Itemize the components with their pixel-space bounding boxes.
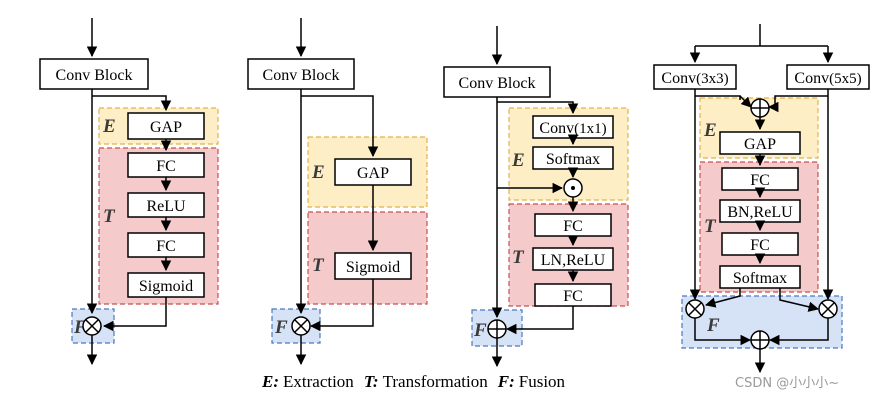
sigmoid-box xyxy=(127,272,205,298)
conv3x3-sub: (3x3) xyxy=(696,71,729,87)
sigmoid-label: Sigmoid xyxy=(139,278,193,295)
fc-label: FC xyxy=(156,238,176,255)
region-label-t: T xyxy=(312,255,325,276)
conv1x1-main: Conv xyxy=(539,120,574,137)
gap-label: GAP xyxy=(150,119,182,136)
conv1x1-label: Conv(1x1) xyxy=(539,120,606,137)
legend-f-text: Fusion xyxy=(519,372,566,391)
conv5x5-main: Conv xyxy=(794,70,829,87)
conv-block-box xyxy=(39,58,149,90)
legend-t-text: Transformation xyxy=(383,372,489,391)
fc-label: FC xyxy=(563,218,583,235)
panel-sk: E T F Conv(3x3) Conv(5x5) GAP FC xyxy=(653,24,870,374)
region-label-e: E xyxy=(102,116,116,137)
conv3x3-label: Conv(3x3) xyxy=(661,70,728,87)
add-op xyxy=(750,98,770,118)
panel-gc: E T F Conv Block Conv(1x1) Softmax FC LN… xyxy=(443,26,629,368)
multiply-op xyxy=(291,316,311,336)
fc-label: FC xyxy=(156,158,176,175)
softmax-box xyxy=(719,265,801,289)
relu-label: ReLU xyxy=(146,198,186,215)
add-op xyxy=(487,319,507,339)
multiply-op-right xyxy=(818,299,838,319)
region-label-f: F xyxy=(274,317,288,338)
panel-gap-sigmoid: E T F Conv Block GAP Sigmoid xyxy=(247,18,428,366)
conv3x3-box xyxy=(653,64,737,90)
panel-se: E T F Conv Block GAP FC ReLU FC Sigmoid xyxy=(39,18,219,366)
conv5x5-label: Conv(5x5) xyxy=(794,70,861,87)
conv-block-label: Conv Block xyxy=(459,75,536,92)
region-label-e: E xyxy=(311,162,325,183)
fc-label: FC xyxy=(750,237,770,254)
multiply-op-left xyxy=(685,299,705,319)
add-op xyxy=(750,330,770,350)
legend-e-text: Extraction xyxy=(283,372,354,391)
conv5x5-sub: (5x5) xyxy=(829,71,862,87)
bn-relu-label: BN,ReLU xyxy=(727,204,793,221)
region-label-t: T xyxy=(704,216,717,237)
legend-f-key: F: xyxy=(497,372,515,391)
sigmoid-label: Sigmoid xyxy=(346,259,400,276)
legend: E: Extraction T: Transformation F: Fusio… xyxy=(261,372,566,391)
fc-box xyxy=(127,232,205,258)
softmax-label: Softmax xyxy=(733,270,787,287)
region-label-e: E xyxy=(511,150,525,171)
conv1x1-sub: (1x1) xyxy=(574,121,607,137)
region-label-f: F xyxy=(473,320,487,341)
conv-block-box xyxy=(247,58,355,90)
legend-e-key: E: xyxy=(261,372,279,391)
multiply-op xyxy=(82,316,102,336)
sigmoid-box xyxy=(334,252,412,280)
conv-block-label: Conv Block xyxy=(263,67,340,84)
legend-t-key: T: xyxy=(364,372,379,391)
fc-label: FC xyxy=(563,288,583,305)
region-label-t: T xyxy=(512,247,525,268)
ln-relu-label: LN,ReLU xyxy=(541,252,606,269)
conv3x3-main: Conv xyxy=(661,70,696,87)
softmax-label: Softmax xyxy=(546,151,600,168)
watermark: CSDN @小小小~ xyxy=(735,376,839,391)
gap-label: GAP xyxy=(357,165,389,182)
region-label-e: E xyxy=(703,120,717,141)
conv-block-label: Conv Block xyxy=(56,67,133,84)
region-label-t: T xyxy=(103,206,116,227)
gap-label: GAP xyxy=(744,136,776,153)
dot-product-op xyxy=(563,178,583,198)
region-label-f: F xyxy=(706,315,720,336)
fc-label: FC xyxy=(750,172,770,189)
